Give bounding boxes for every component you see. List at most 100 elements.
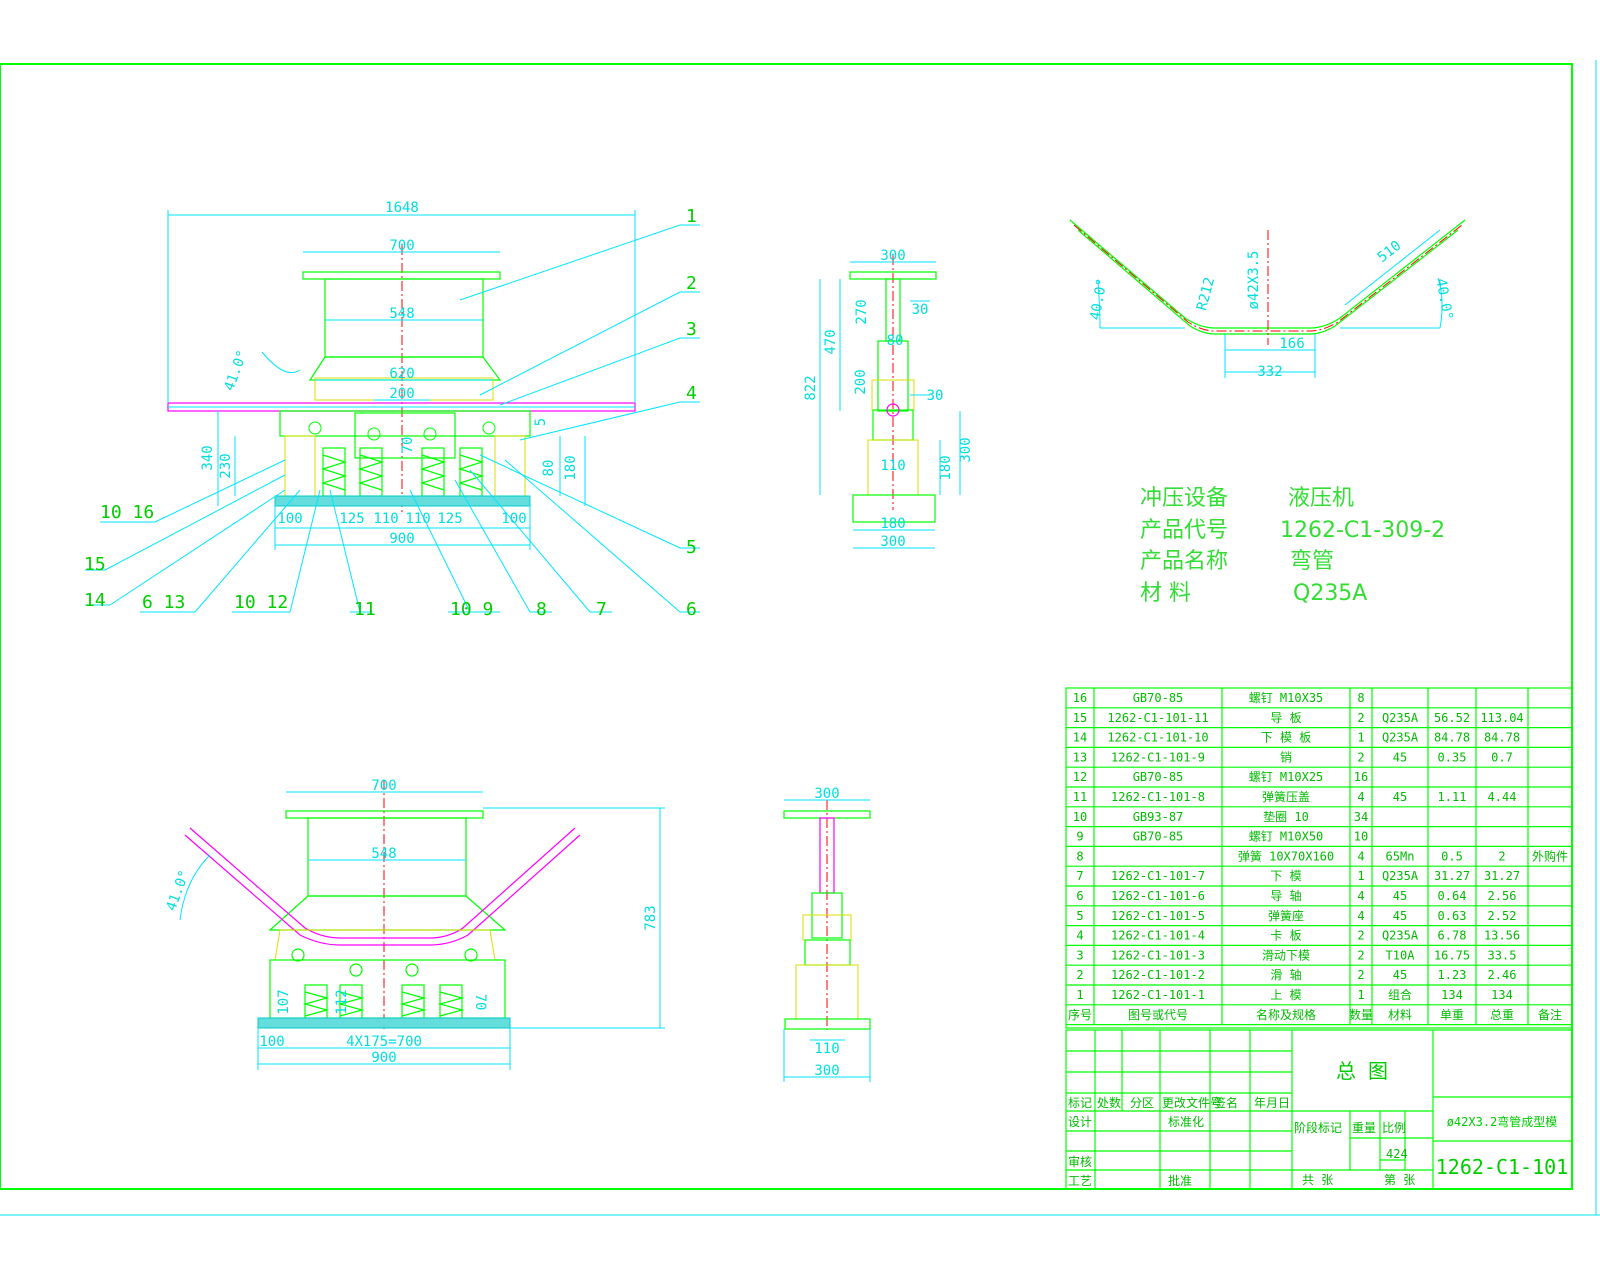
bom-cell: 4	[1076, 929, 1083, 943]
bom-cell: GB93-87	[1133, 810, 1184, 824]
side-dim-200: 200	[853, 369, 869, 394]
bom-cell: 2.52	[1488, 909, 1517, 923]
side-dim-300b: 300	[880, 534, 905, 550]
bom-cell: Q235A	[1382, 929, 1419, 943]
work-dim-112: 112	[334, 989, 350, 1014]
bom-cell: Q235A	[1382, 731, 1419, 745]
bom-cell: T10A	[1386, 948, 1416, 962]
bom-header-cell: 图号或代号	[1128, 1008, 1188, 1022]
balloon-10-16: 10 16	[100, 502, 154, 523]
bom-cell: 45	[1393, 889, 1407, 903]
bom-cell: 1	[1357, 731, 1364, 745]
bom-cell: 15	[1073, 711, 1087, 725]
bom-cell: 1262-C1-101-4	[1111, 929, 1205, 943]
side-dim-300v: 300	[958, 437, 974, 462]
bom-cell: GB70-85	[1133, 691, 1184, 705]
bom-cell: 14	[1073, 731, 1087, 745]
bom-cell: 33.5	[1488, 948, 1517, 962]
dim-900: 900	[389, 531, 414, 547]
pipe-spec: ø42X3.5	[1246, 250, 1262, 309]
bom-cell: 45	[1393, 790, 1407, 804]
balloon-10-9: 10 9	[450, 599, 493, 620]
bom-cell: 6.78	[1438, 929, 1467, 943]
bom-cell: 134	[1441, 988, 1463, 1002]
bom-cell: 滑 轴	[1270, 967, 1301, 982]
bom-cell: 113.04	[1480, 711, 1523, 725]
bom-cell: Q235A	[1382, 711, 1419, 725]
tb-weight-value: 424	[1386, 1147, 1408, 1161]
bom-cell: 45	[1393, 968, 1407, 982]
bom-cell: 34	[1354, 810, 1368, 824]
bom-cell: 10	[1073, 810, 1087, 824]
balloon-10-12: 10 12	[234, 592, 288, 613]
bom-cell: 3	[1076, 948, 1083, 962]
bom-cell: 螺钉 M10X25	[1249, 770, 1324, 784]
bom-cell: 1262-C1-101-7	[1111, 869, 1205, 883]
bom-cell: 13	[1073, 750, 1087, 764]
tb-zone: 分区	[1130, 1096, 1154, 1110]
bom-cell: 6	[1076, 889, 1083, 903]
bom-cell: 2.56	[1488, 889, 1517, 903]
note-code-label: 产品代号	[1140, 518, 1228, 543]
bom-cell: 2.46	[1488, 968, 1517, 982]
bom-cell: 卡 板	[1270, 929, 1301, 943]
side-view: 300 270 30 80 470 822 200 30 300 180 110…	[803, 248, 974, 550]
bom-header-cell: 单重	[1440, 1008, 1464, 1022]
dim-100a: 100	[277, 511, 302, 527]
working-view: 700 548 41.0° 783 107 112 70 100 4X175=7…	[164, 778, 665, 1070]
tb-weight-label: 重量	[1352, 1121, 1376, 1135]
bom-header-cell: 数量	[1349, 1007, 1373, 1022]
side-dim-80: 80	[887, 333, 904, 349]
tb-approve: 批准	[1168, 1173, 1192, 1188]
bom-cell: 84.78	[1484, 731, 1520, 745]
bom-cell: 下 模 板	[1261, 731, 1311, 745]
bom-cell: 1262-C1-101-10	[1107, 731, 1208, 745]
bom-cell: 弹簧 10X70X160	[1238, 848, 1334, 863]
front-view: 1648 700 548 620 200 41.0° 340 230 70 5 …	[84, 200, 700, 620]
note-name-label: 产品名称	[1140, 549, 1228, 574]
dim-angle: 41.0°	[222, 348, 251, 393]
bom-cell: 45	[1393, 909, 1407, 923]
tb-date: 年月日	[1254, 1096, 1290, 1110]
bom-cell: 1	[1076, 988, 1083, 1002]
bom-cell: 9	[1076, 830, 1083, 844]
bom-cell: 外购件	[1532, 848, 1568, 863]
bom-cell: 5	[1076, 909, 1083, 923]
dim-110a: 110	[373, 511, 398, 527]
bom-cell: 1262-C1-101-1	[1111, 988, 1205, 1002]
work-dim-100: 100	[259, 1034, 284, 1050]
bom-cell: 10	[1354, 830, 1368, 844]
bom-cell: 31.27	[1434, 869, 1470, 883]
bom-cell: 1.23	[1438, 968, 1467, 982]
bom-cell: 4	[1357, 889, 1364, 903]
bom-cell: 12	[1073, 770, 1087, 784]
bom-cell: 2	[1076, 968, 1083, 982]
balloon-1: 1	[686, 206, 697, 227]
balloon-3: 3	[686, 319, 697, 340]
bom-cell: 垫圈 10	[1263, 809, 1309, 824]
dim-125b: 125	[437, 511, 462, 527]
bom-cell: 1262-C1-101-5	[1111, 909, 1205, 923]
product-notes: 冲压设备 液压机 产品代号 1262-C1-309-2 产品名称 弯管 材 料 …	[1140, 486, 1445, 606]
work-dim-pitch: 4X175=700	[346, 1034, 422, 1050]
bom-cell: 1262-C1-101-8	[1111, 790, 1205, 804]
bom-header-cell: 序号	[1068, 1007, 1092, 1022]
tb-standard: 标准化	[1168, 1115, 1204, 1129]
bom-cell: 2	[1357, 750, 1364, 764]
note-name-value: 弯管	[1290, 549, 1334, 574]
tb-count: 处数	[1097, 1095, 1121, 1110]
bom-cell: 8	[1357, 691, 1364, 705]
side-dim-180v: 180	[938, 455, 954, 480]
dim-110b: 110	[405, 511, 430, 527]
bom-cell: 1262-C1-101-6	[1111, 889, 1205, 903]
bom-cell: 螺钉 M10X50	[1249, 830, 1324, 844]
work-dim-107: 107	[276, 989, 292, 1014]
bom-cell: 组合	[1388, 987, 1412, 1002]
bom-cell: 2	[1357, 968, 1364, 982]
note-equipment-label: 冲压设备	[1140, 486, 1228, 511]
tb-spec: ø42X3.2弯管成型模	[1447, 1114, 1558, 1129]
bom-cell: 导 轴	[1270, 888, 1301, 903]
note-material-value: Q235A	[1293, 581, 1367, 606]
side-dim-30b: 30	[927, 388, 944, 404]
